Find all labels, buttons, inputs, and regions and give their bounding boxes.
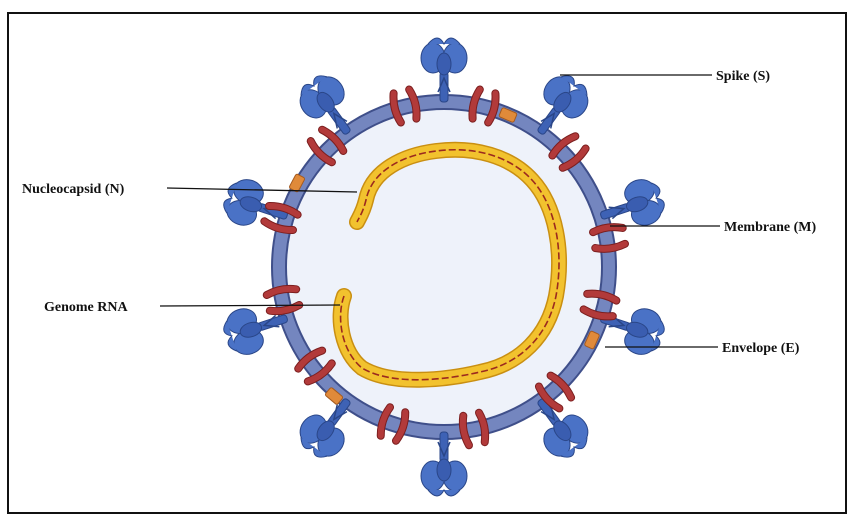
spike-protein <box>421 38 467 102</box>
label-envelope: Envelope (E) <box>722 341 800 356</box>
label-nucleocapsid: Nucleocapsid (N) <box>22 182 125 197</box>
label-membrane: Membrane (M) <box>724 220 816 235</box>
label-spike: Spike (S) <box>716 69 770 84</box>
label-genome-rna: Genome RNA <box>44 300 128 315</box>
spike-protein <box>421 432 467 496</box>
